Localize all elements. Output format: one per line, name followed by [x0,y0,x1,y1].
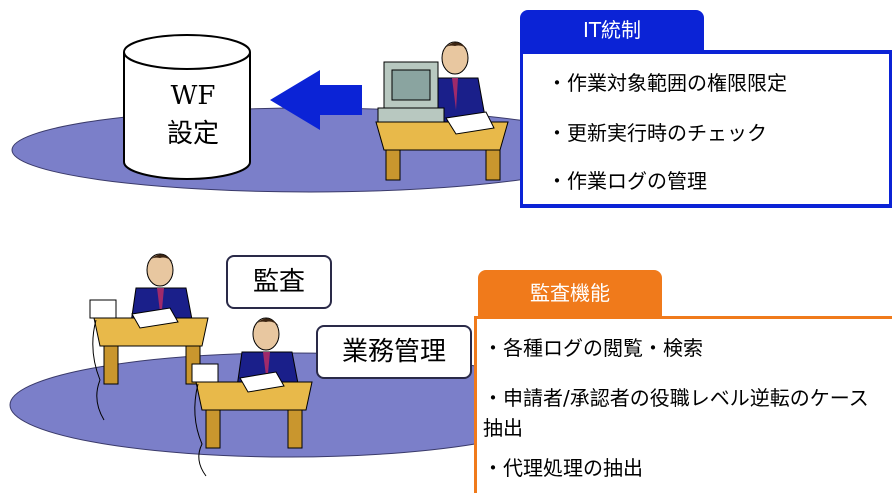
left-arrow-icon [270,70,362,130]
audit-function-panel: ・各種ログの閲覧・検索 ・申請者/承認者の役職レベル逆転のケース抽出 ・代理処理… [474,316,892,493]
it-control-item-3: ・作業ログの管理 [547,169,707,193]
business-worker-icon [191,317,313,477]
database-label-line1: WF [170,81,216,111]
database-label-line2: 設定 [166,119,219,149]
audit-function-item-1: ・各種ログの閲覧・検索 [483,336,703,360]
it-control-panel: ・作業対象範囲の権限限定 ・更新実行時のチェック ・作業ログの管理 [520,50,892,208]
it-worker-icon [375,41,509,181]
audit-function-item-3: ・代理処理の抽出 [483,456,643,480]
audit-label: 監査 [226,255,332,309]
auditor-worker-icon [89,253,209,421]
it-control-title: IT統制 [520,10,704,50]
business-management-label: 業務管理 [316,325,472,379]
audit-function-item-2: ・申請者/承認者の役職レベル逆転のケース抽出 [483,386,869,440]
it-control-item-1: ・作業対象範囲の権限限定 [547,71,787,95]
it-control-item-2: ・更新実行時のチェック [547,121,767,145]
audit-function-title: 監査機能 [478,270,662,316]
database-cylinder-icon [123,34,251,180]
